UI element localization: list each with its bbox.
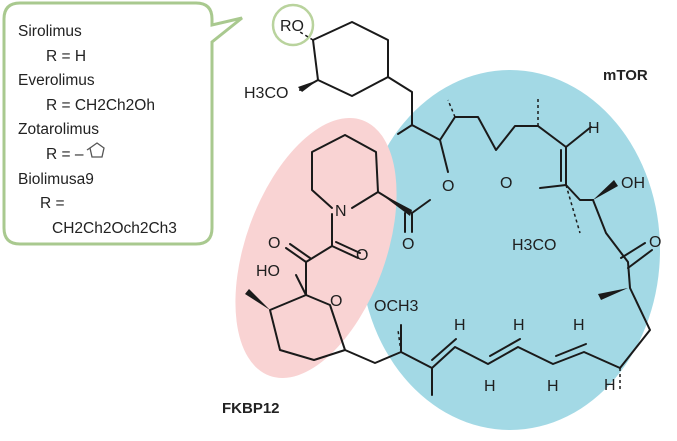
mtor-region (360, 70, 660, 430)
wedge-bonds (245, 80, 628, 310)
atom-h3co-top: H3CO (244, 85, 288, 102)
callout-sirolimus-r: R = H (46, 47, 87, 65)
atom-labels: RO H3CO N O O O OH H H3CO O O O HO O OCH… (244, 18, 661, 395)
callout-everolimus-r: CH2Ch2Oh (74, 96, 155, 114)
atom-h-triene-6: H (604, 377, 616, 394)
dashed-bonds (299, 31, 621, 390)
callout-zotarolimus-r: R = – (46, 145, 84, 163)
atom-h-top-right: H (588, 120, 600, 137)
callout-everolimus-r-line: R = CH2Ch2Oh (18, 94, 177, 119)
atom-n: N (335, 203, 347, 220)
atom-h-triene-2: H (513, 317, 525, 334)
bonds (269, 21, 653, 396)
callout-text: Sirolimus R = H Everolimus R = CH2Ch2Oh … (18, 20, 177, 241)
atom-o-ring: O (330, 293, 342, 310)
atom-h-triene-3: H (573, 317, 585, 334)
atom-h-triene-1: H (454, 317, 466, 334)
fkbp12-region (235, 117, 397, 379)
callout-everolimus: Everolimus (18, 72, 95, 90)
atom-h3co-right: H3CO (512, 237, 556, 254)
atom-o-ester: O (442, 178, 454, 195)
atom-h-triene-5: H (547, 378, 559, 395)
atom-och3: OCH3 (374, 298, 419, 315)
atom-o-ketone-top: O (500, 175, 512, 192)
region-label-fkbp12: FKBP12 (222, 400, 280, 417)
callout-bubble (2, 1, 243, 246)
ro-highlight-circle (271, 3, 315, 47)
callout-sirolimus: Sirolimus (18, 23, 82, 40)
callout-biolimus-r-value: CH2Ch2Och2Ch3 (52, 219, 177, 237)
atom-h-triene-4: H (484, 378, 496, 395)
atom-oh-right: OH (621, 175, 645, 192)
callout-everolimus-r-prefix: R = (46, 96, 75, 114)
tetrazole-icon (86, 142, 105, 158)
atom-ro: RO (280, 18, 304, 35)
atom-o-amide-2: O (356, 247, 368, 264)
region-label-mtor: mTOR (603, 67, 648, 84)
callout-biolimus: Biolimusa9 (18, 170, 94, 188)
atom-o-amide-1: O (268, 235, 280, 252)
atom-o-ketone-right: O (649, 234, 661, 251)
callout-zotarolimus: Zotarolimus (18, 121, 99, 139)
atom-o-ester-carbonyl: O (402, 236, 414, 253)
atom-ho: HO (256, 263, 280, 280)
callout-biolimus-r: R = (40, 195, 65, 213)
